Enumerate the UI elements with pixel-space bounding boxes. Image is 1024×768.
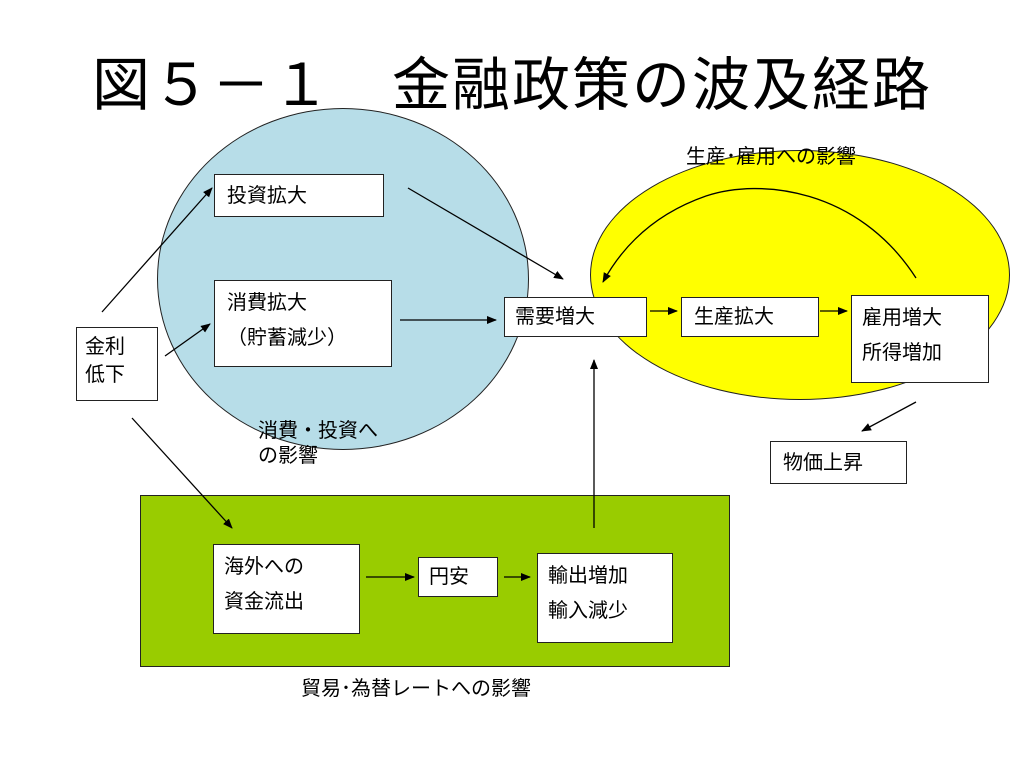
yushutsu-box: 輸出増加 輸入減少: [537, 553, 673, 643]
juyou-zoudai-label: 需要増大: [515, 304, 595, 328]
kaigai-line2: 資金流出: [224, 589, 304, 613]
seisan-kakudai-box: 生産拡大: [681, 297, 819, 337]
kinri-teika-box: 金利 低下: [76, 327, 158, 401]
koyou-line2: 所得増加: [862, 340, 942, 364]
shouhi-line2: （貯蓄減少）: [227, 325, 347, 349]
ci-label-line1: 消費・投資へ: [258, 418, 378, 442]
bukka-joushou-label: 物価上昇: [783, 450, 863, 474]
page-title: 図５－１ 金融政策の波及経路: [91, 51, 932, 119]
arrow-feedback-curve: [602, 187, 917, 283]
shouhi-kakudai-box: 消費拡大 （貯蓄減少）: [214, 280, 392, 367]
toushi-kakudai-box: 投資拡大: [214, 174, 384, 217]
consumption-investment-label: 消費・投資へ の影響: [258, 418, 378, 468]
enyasu-label: 円安: [429, 564, 469, 588]
arrow-toushi-to-juyou: [407, 187, 564, 280]
trade-fx-label: 貿易･為替レートへの影響: [301, 676, 531, 700]
seisan-kakudai-label: 生産拡大: [694, 304, 774, 328]
consumption-investment-region: [157, 108, 529, 450]
kinri-line1: 金利: [85, 334, 125, 358]
juyou-zoudai-box: 需要増大: [504, 297, 647, 337]
shouhi-line1: 消費拡大: [227, 290, 307, 314]
toushi-kakudai-label: 投資拡大: [227, 183, 307, 207]
ci-label-line2: の影響: [258, 443, 318, 467]
arrow-kinri-to-shouhi: [164, 323, 211, 357]
enyasu-box: 円安: [418, 557, 498, 597]
bukka-joushou-box: 物価上昇: [770, 441, 907, 484]
arrow-koyou-to-bukka: [861, 401, 917, 432]
kinri-line2: 低下: [85, 362, 125, 386]
kaigai-shikin-box: 海外への 資金流出: [213, 544, 360, 634]
yushutsu-line2: 輸入減少: [548, 598, 628, 622]
kaigai-line1: 海外への: [224, 554, 304, 578]
arrow-kinri-to-kaigai: [131, 417, 233, 529]
koyou-shotoku-box: 雇用増大 所得増加: [851, 295, 989, 383]
arrow-kinri-to-toushi: [101, 187, 213, 313]
koyou-line1: 雇用増大: [862, 305, 942, 329]
production-employment-label: 生産･雇用への影響: [686, 144, 856, 168]
yushutsu-line1: 輸出増加: [548, 563, 628, 587]
